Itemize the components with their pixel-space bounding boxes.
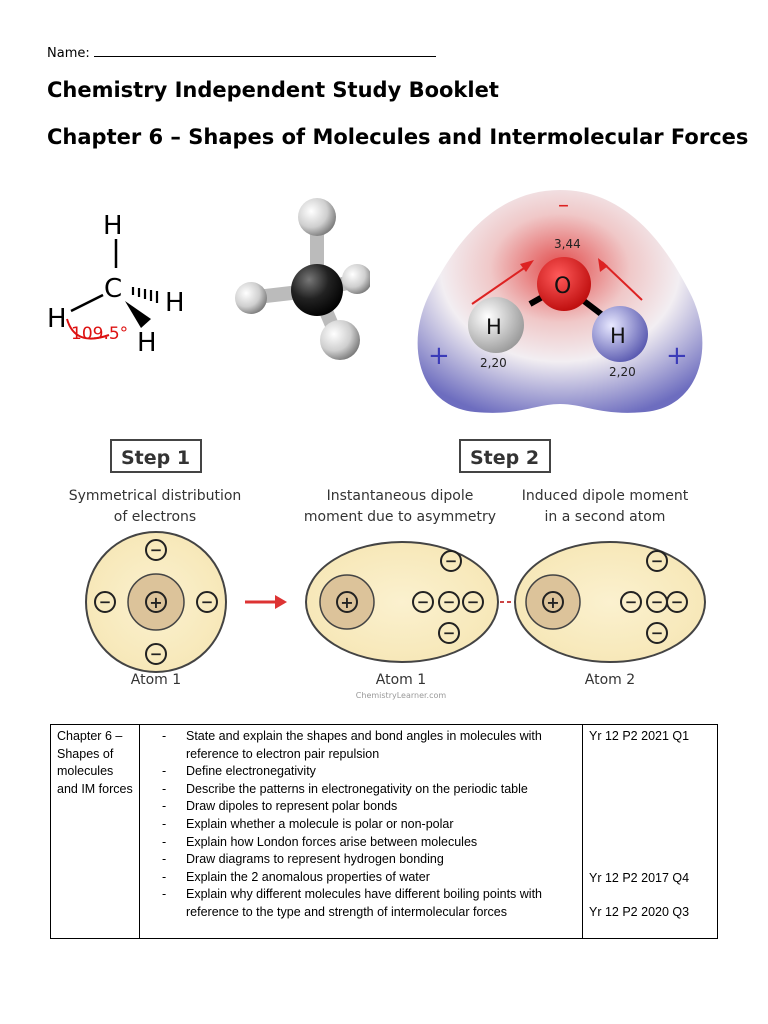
methane-figure: H C H H H 109.5°: [47, 198, 370, 360]
atom-symmetric: [85, 531, 227, 673]
electron-charge: −: [445, 552, 458, 570]
electron: [94, 591, 116, 613]
atom1-label-step2: Atom 1: [376, 672, 426, 688]
electron-charge: −: [443, 624, 456, 642]
list-item: Explain how London forces arise between …: [162, 834, 576, 852]
electron: [440, 550, 462, 572]
caption1-line1: Symmetrical distribution: [69, 488, 242, 504]
caption2-line2: moment due to asymmetry: [304, 509, 496, 525]
objectives-list: State and explain the shapes and bond an…: [146, 728, 576, 922]
caption3-line2: in a second atom: [545, 509, 666, 525]
electron-charge: −: [150, 541, 163, 559]
electron: [646, 550, 668, 572]
exam-ref: Yr 12 P2 2020 Q3: [589, 905, 690, 920]
nucleus-charge-1: +: [149, 593, 162, 612]
electron-charge: −: [443, 593, 456, 611]
electron-charge: −: [671, 593, 684, 611]
objectives-cell: State and explain the shapes and bond an…: [139, 724, 583, 939]
methane-c: C: [104, 274, 122, 304]
o-atom-label: O: [554, 274, 571, 299]
atom1-label-step1: Atom 1: [131, 672, 181, 688]
caption2-line1: Instantaneous dipole: [327, 488, 474, 504]
list-item: Draw diagrams to represent hydrogen bond…: [162, 851, 576, 869]
name-label: Name:: [47, 46, 90, 61]
positive-sign-right: +: [666, 341, 688, 371]
electron: [145, 539, 167, 561]
references-cell: Yr 12 P2 2021 Q1 Yr 12 P2 2017 Q4 Yr 12 …: [582, 724, 718, 939]
electron-charge: −: [99, 593, 112, 611]
atom1-instantaneous-dipole: [305, 541, 499, 663]
electron: [666, 591, 688, 613]
table-row: Chapter 6 – Shapes of molecules and IM f…: [50, 724, 718, 939]
step2-label: Step 2: [470, 447, 539, 469]
electron: [412, 591, 434, 613]
list-item: State and explain the shapes and bond an…: [162, 728, 576, 763]
h-atom-left-label: H: [486, 315, 502, 339]
positive-sign-left: +: [428, 341, 450, 371]
electron: [438, 622, 460, 644]
electron-charge: −: [651, 624, 664, 642]
london-forces-figure: Step 1 Step 2 Symmetrical distribution o…: [45, 432, 710, 704]
list-item: Explain the 2 anomalous properties of wa…: [162, 869, 576, 887]
electron-charge: −: [417, 593, 430, 611]
methane-h-bottom: H: [137, 328, 157, 358]
name-field[interactable]: Name:: [47, 44, 436, 61]
caption3-line1: Induced dipole moment: [522, 488, 689, 504]
methane-h-right: H: [165, 288, 185, 318]
electron: [438, 591, 460, 613]
name-underline[interactable]: [93, 44, 436, 57]
electron-charge: −: [201, 593, 214, 611]
topic-cell: Chapter 6 – Shapes of molecules and IM f…: [50, 724, 140, 939]
nucleus-charge-3: +: [546, 593, 559, 612]
electron: [196, 591, 218, 613]
electron: [145, 643, 167, 665]
electron: [462, 591, 484, 613]
exam-ref: Yr 12 P2 2017 Q4: [589, 870, 690, 885]
h-right-electronegativity: 2,20: [609, 365, 636, 379]
electron: [646, 622, 668, 644]
booklet-title: Chemistry Independent Study Booklet: [47, 78, 499, 102]
methane-h-left: H: [47, 304, 67, 334]
methane-ball-stick-model: [235, 198, 370, 360]
list-item: Define electronegativity: [162, 763, 576, 781]
exam-ref: Yr 12 P2 2021 Q1: [589, 729, 690, 743]
electron-charge: −: [467, 593, 480, 611]
list-item: Describe the patterns in electronegativi…: [162, 781, 576, 799]
list-item: Draw dipoles to represent polar bonds: [162, 798, 576, 816]
negative-sign: –: [558, 193, 569, 218]
electron-charge: −: [651, 593, 664, 611]
electron-charge: −: [150, 645, 163, 663]
step1-label: Step 1: [121, 447, 190, 469]
atom2-label: Atom 2: [585, 672, 635, 688]
image-credit: ChemistryLearner.com: [356, 691, 447, 700]
caption1-line2: of electrons: [114, 509, 196, 525]
h-atom-right-label: H: [610, 324, 626, 348]
electron-charge: −: [651, 552, 664, 570]
electron: [620, 591, 642, 613]
objectives-table: Chapter 6 – Shapes of molecules and IM f…: [50, 724, 718, 939]
o-electronegativity: 3,44: [554, 237, 581, 251]
h-left-electronegativity: 2,20: [480, 356, 507, 370]
methane-h-top: H: [103, 211, 123, 241]
atom2-induced-dipole: [514, 541, 706, 663]
water-dipole-figure: – 3,44 O H H 2,20 2,20 + +: [417, 190, 703, 413]
electron-charge: −: [625, 593, 638, 611]
list-item: Explain why different molecules have dif…: [162, 886, 576, 921]
list-item: Explain whether a molecule is polar or n…: [162, 816, 576, 834]
methane-bond-angle: 109.5°: [71, 324, 128, 344]
chapter-title: Chapter 6 – Shapes of Molecules and Inte…: [47, 125, 749, 149]
nucleus-charge-2: +: [340, 593, 353, 612]
